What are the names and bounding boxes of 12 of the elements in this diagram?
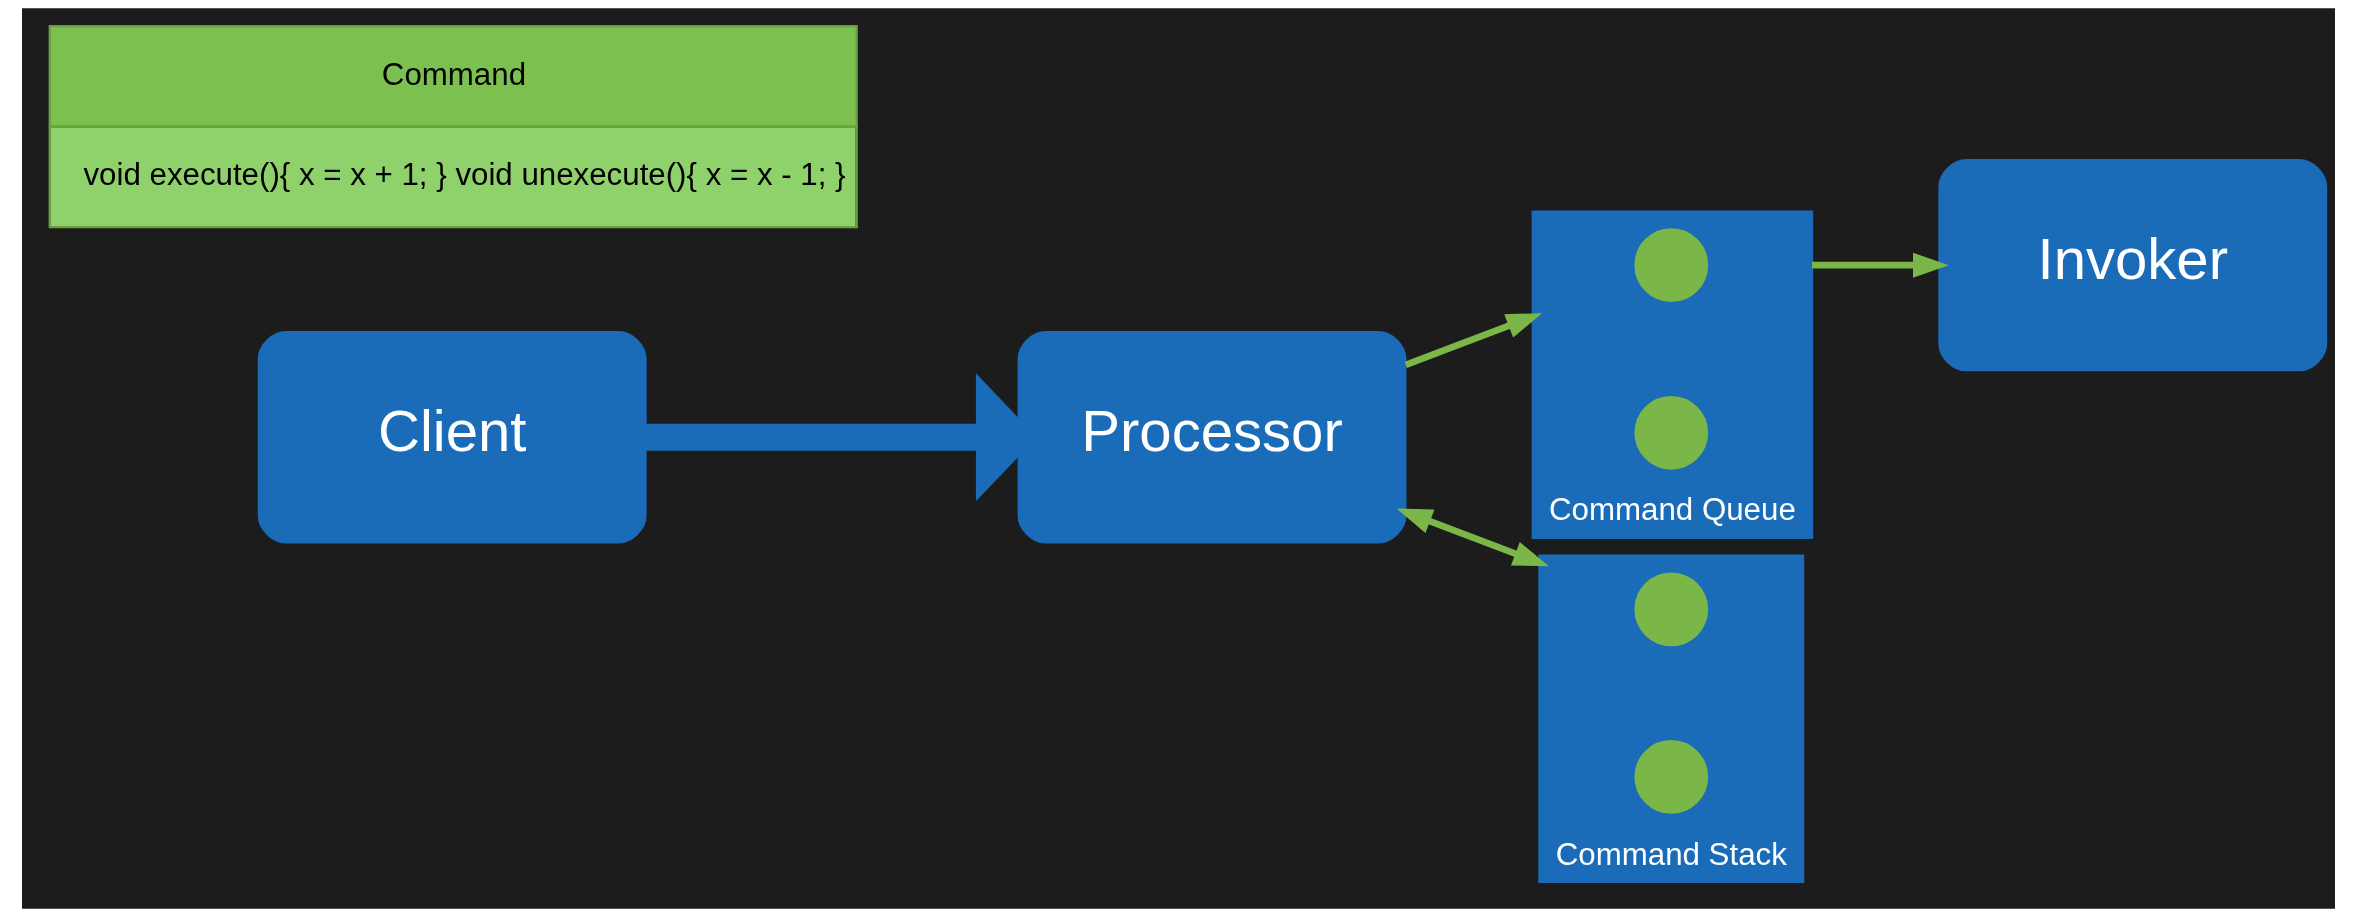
arrow [1396, 508, 1549, 567]
arrow [1404, 313, 1542, 368]
node-box: Invoker [1937, 159, 2327, 372]
node-circle [1633, 740, 1708, 814]
cluster: Command Stack [1537, 554, 1804, 884]
node-circle [1633, 228, 1708, 303]
cluster: Command Queue [1531, 210, 1813, 539]
node-circle [1633, 395, 1708, 470]
node-box: Processor [1017, 331, 1406, 544]
arrow [1811, 252, 1949, 278]
node-box: Client [257, 331, 647, 544]
node-circle [1633, 572, 1708, 647]
